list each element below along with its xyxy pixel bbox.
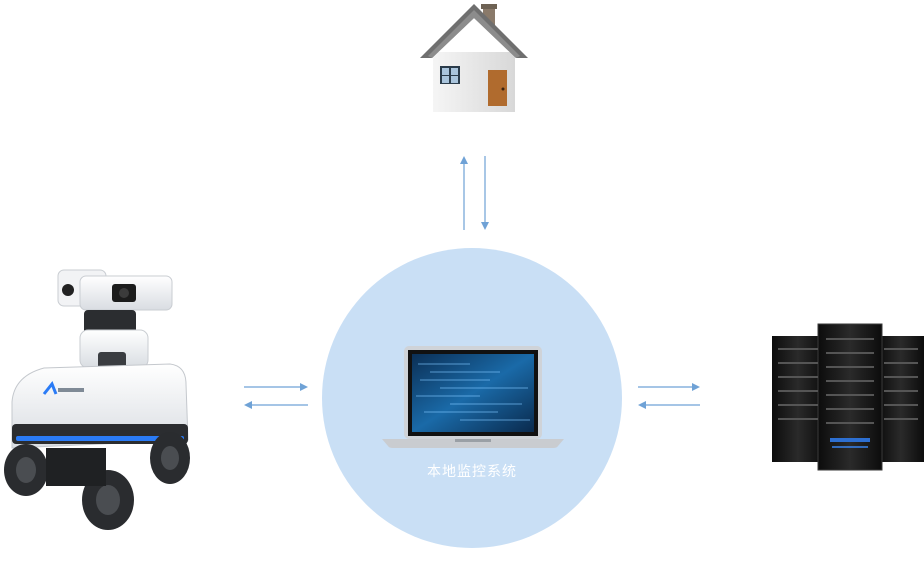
robot-icon [4,269,190,530]
hub-label: 本地监控系统 [427,464,517,480]
house-icon [420,4,528,112]
arrows-hub-right [638,383,700,409]
server-rack-icon [772,323,924,471]
laptop-icon [382,346,564,448]
arrows-hub-top [460,156,489,230]
arrows-hub-left [244,383,308,409]
